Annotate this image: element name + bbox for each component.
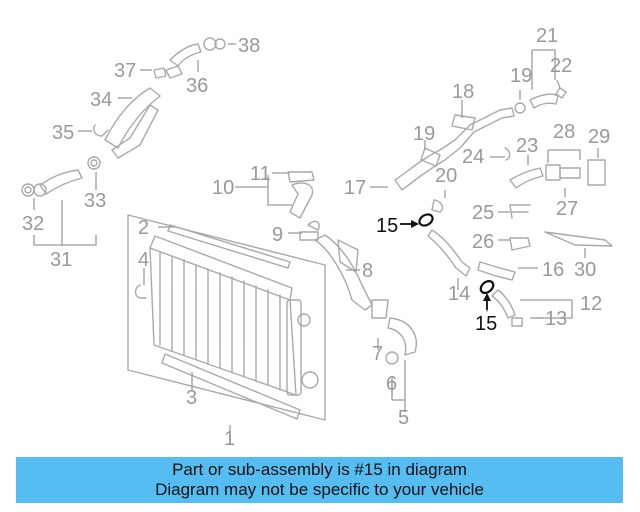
callout-21: 21 (536, 25, 558, 47)
callout-25: 25 (472, 202, 494, 224)
callout-29: 29 (588, 126, 610, 148)
callout-23: 23 (516, 135, 538, 157)
callout-6: 6 (386, 373, 397, 395)
callout-10: 10 (212, 177, 234, 199)
callout-8: 8 (362, 260, 373, 282)
callout-11: 11 (250, 163, 271, 185)
callout-24: 24 (462, 146, 484, 168)
intercooler-drawing (127, 214, 326, 421)
callout-labels: 1 2 3 4 5 6 7 8 9 10 11 12 13 14 15 15 1… (22, 25, 610, 450)
arrow-15-lower (483, 293, 491, 310)
callout-35: 35 (52, 122, 74, 144)
center-hose-group (287, 171, 417, 365)
arrow-15-upper (400, 220, 419, 228)
left-hose-group (21, 37, 226, 197)
callout-32: 32 (22, 213, 44, 235)
callout-5: 5 (398, 407, 409, 429)
callout-2: 2 (138, 217, 149, 239)
callout-13: 13 (545, 308, 567, 330)
callout-15-lower: 15 (475, 313, 497, 335)
info-banner: Part or sub-assembly is #15 in diagram D… (16, 457, 623, 503)
callout-36: 36 (186, 75, 208, 97)
right-hose-group (394, 87, 613, 327)
callout-20: 20 (435, 165, 457, 187)
callout-4: 4 (138, 249, 149, 271)
callout-7: 7 (372, 343, 383, 365)
callout-19-left: 19 (413, 123, 435, 145)
callout-22: 22 (550, 55, 572, 77)
callout-18: 18 (452, 81, 474, 103)
callout-15-upper: 15 (376, 215, 398, 237)
callout-37: 37 (114, 60, 136, 82)
callout-16: 16 (542, 259, 564, 281)
callout-3: 3 (186, 387, 197, 409)
part-15-shape-upper (418, 213, 434, 227)
callout-17: 17 (344, 177, 366, 199)
callout-27: 27 (556, 198, 578, 220)
callout-31: 31 (50, 249, 72, 271)
callout-38: 38 (238, 35, 260, 57)
part-4-shape (134, 284, 147, 299)
part-2-shape (167, 224, 291, 269)
callout-30: 30 (574, 259, 596, 281)
callout-19-right: 19 (510, 65, 532, 87)
banner-line-1: Part or sub-assembly is #15 in diagram (172, 460, 467, 479)
callout-26: 26 (472, 231, 494, 253)
callout-12: 12 (580, 293, 602, 315)
banner-line-2: Diagram may not be specific to your vehi… (155, 480, 484, 499)
callout-14: 14 (448, 283, 470, 305)
callout-1: 1 (224, 428, 235, 450)
callout-28: 28 (553, 121, 575, 143)
leader-lines (33, 43, 599, 440)
parts-diagram: 1 2 3 4 5 6 7 8 9 10 11 12 13 14 15 15 1… (21, 25, 613, 450)
callout-9: 9 (272, 224, 283, 246)
callout-34: 34 (90, 89, 112, 111)
part-15-shape-lower (479, 279, 495, 295)
callout-33: 33 (84, 190, 106, 212)
